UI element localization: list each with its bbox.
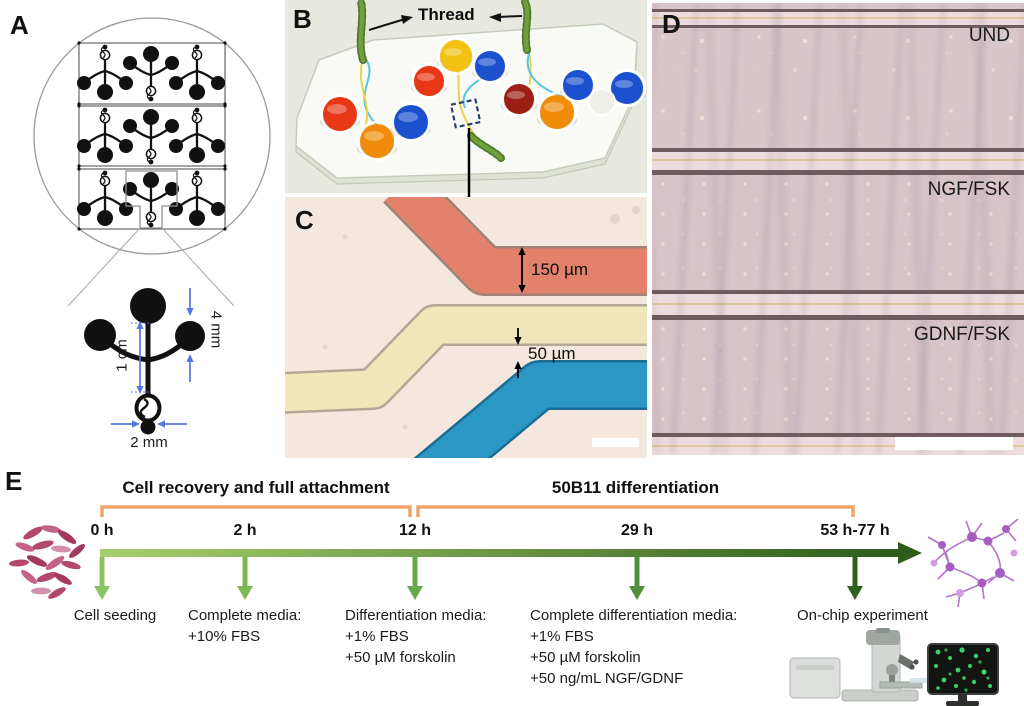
cell-cluster-icon (9, 525, 85, 599)
event-cell-seeding: Cell seeding (63, 605, 167, 626)
event-complete-differentiation-media: Complete differentiation media: +1% FBS … (530, 605, 737, 689)
event-on-chip-experiment: On-chip experiment (797, 605, 928, 626)
panel-a: A (0, 0, 285, 460)
monitor-icon (927, 643, 999, 706)
panel-b-label: B (293, 4, 312, 34)
event-line: Cell seeding (73, 607, 157, 624)
dimension-arrows-icon (111, 288, 194, 428)
event-line: Complete differentiation media: (530, 607, 738, 624)
panel-d-label: D (662, 9, 681, 39)
enlarged-device-icon (84, 288, 205, 435)
timepoint-2h: 2 h (233, 522, 257, 539)
timepoint-0h: 0 h (90, 522, 114, 539)
panel-d: D UND NGF/FSK GDNF/FSK (652, 3, 1024, 455)
thread-label: Thread (418, 5, 475, 24)
phase-recovery-label: Cell recovery and full attachment (122, 478, 390, 497)
event-line: +10% FBS (188, 628, 261, 645)
chip-photo-icon (295, 0, 647, 185)
reservoir-wells-icon (319, 36, 647, 162)
channel-micrograph-icon (285, 197, 647, 458)
event-line: On-chip experiment (797, 607, 928, 624)
inspection-box-icon (449, 98, 482, 129)
panel-e-label: E (5, 466, 23, 496)
panel-c: C 150 µm 50 µm (285, 197, 647, 458)
neuron-network-icon (927, 518, 1019, 608)
width-150um-label: 150 µm (531, 260, 589, 279)
event-line: +50 µM forskolin (345, 649, 456, 666)
panel-c-label: C (295, 205, 314, 235)
event-line: Complete media: (188, 607, 302, 624)
event-line: +50 µM forskolin (530, 649, 641, 666)
scale-bar (592, 438, 639, 447)
event-line: +50 ng/mL NGF/GDNF (530, 670, 684, 687)
event-line: +1% FBS (530, 628, 594, 645)
timepoint-29h: 29 h (620, 522, 653, 539)
dim-1cm-label: 1 cm (113, 339, 131, 372)
event-complete-media: Complete media: +10% FBS (188, 605, 301, 647)
dim-4mm-label: 4 mm (207, 310, 225, 349)
event-differentiation-media: Differentiation media: +1% FBS +50 µM fo… (345, 605, 486, 668)
phase-bracket-icons (100, 505, 855, 517)
dim-2mm-label: 2 mm (130, 434, 168, 451)
chip-schematic-icon (33, 17, 271, 435)
thread-arrow-icons (368, 13, 523, 31)
phase-differentiation-label: 50B11 differentiation (551, 478, 720, 497)
condition-und-label: UND (968, 25, 1010, 46)
micrograph-texture (652, 3, 1024, 455)
microscope-monitor-icon (789, 628, 999, 706)
condition-ngf-fsk-label: NGF/FSK (927, 179, 1010, 200)
microscope-icon (789, 628, 928, 702)
scale-bar (895, 437, 1013, 450)
thread-icon (356, 0, 532, 162)
event-arrow-icons (94, 557, 863, 600)
timepoint-12h: 12 h (398, 522, 431, 539)
timepoint-53-77h: 53 h-77 h (820, 522, 890, 539)
timeline-icon (94, 505, 922, 600)
width-50um-label: 50 µm (528, 344, 576, 363)
event-line: +1% FBS (345, 628, 409, 645)
panel-a-label: A (10, 10, 29, 40)
event-line: Differentiation media: (345, 607, 487, 624)
panel-b: B Thread (285, 0, 647, 193)
panel-e: E Cell recovery and full attachment 50B1… (0, 460, 1024, 706)
condition-gdnf-fsk-label: GDNF/FSK (913, 324, 1010, 345)
